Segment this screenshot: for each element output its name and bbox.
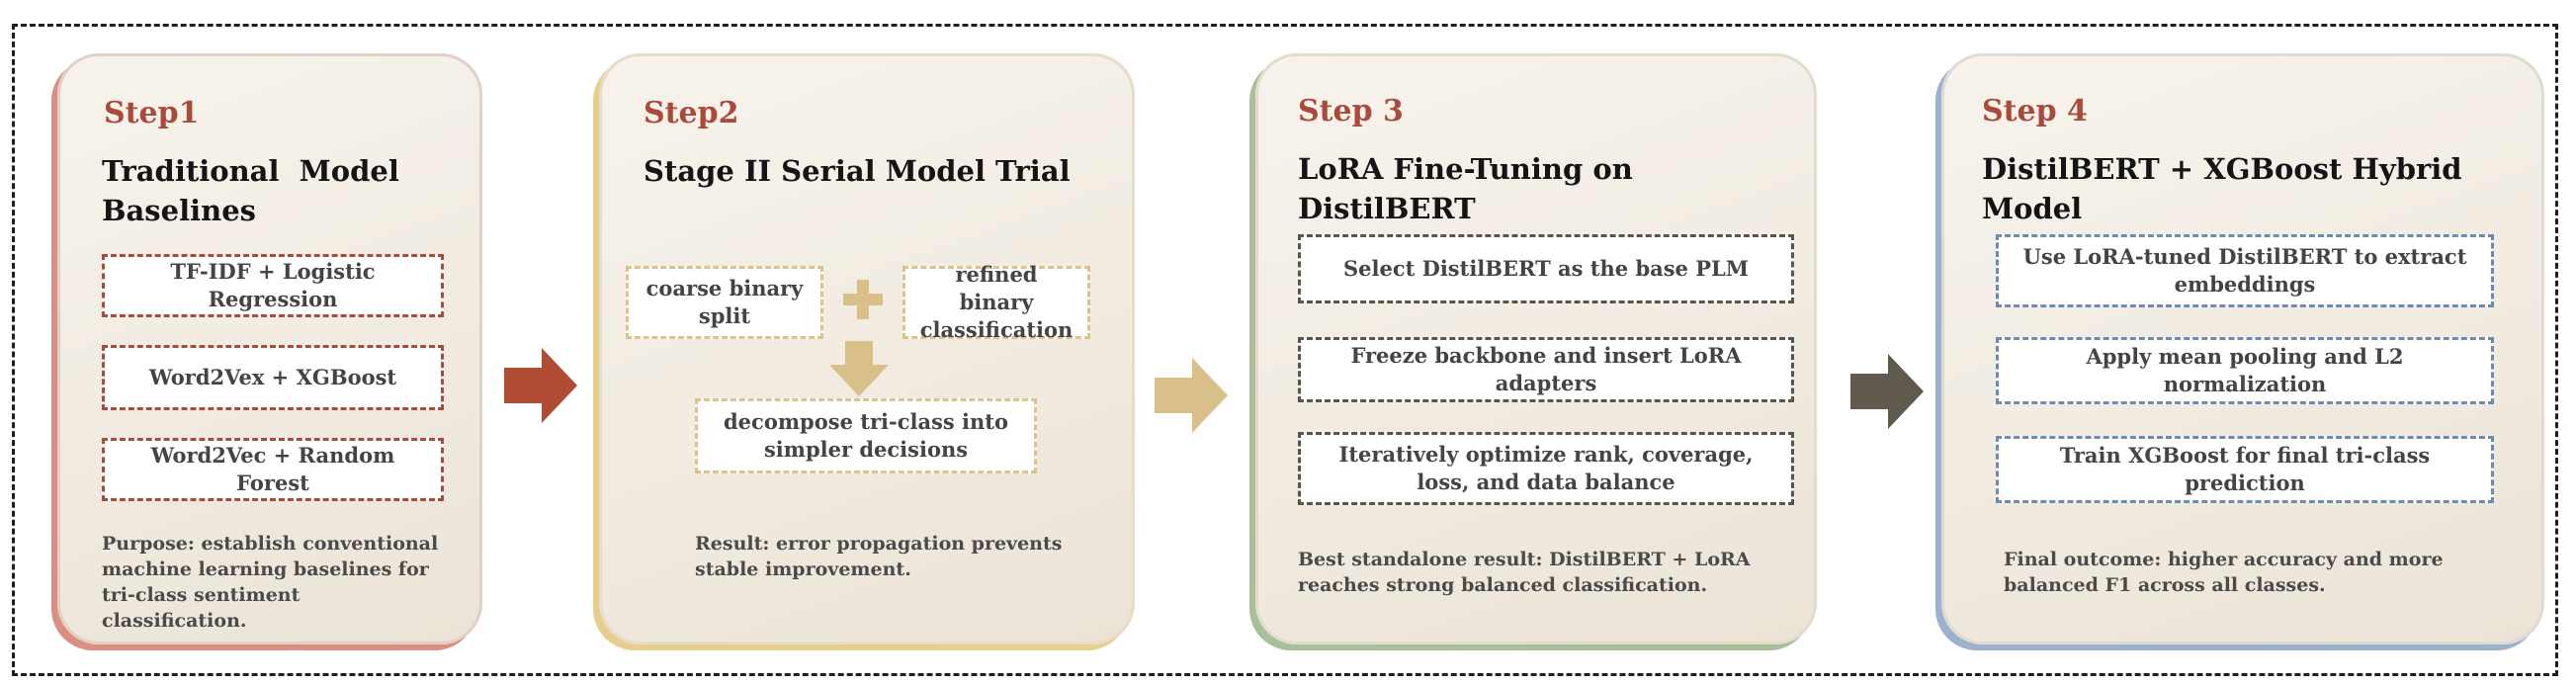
step3-title: LoRA Fine-Tuning on DistilBERT bbox=[1298, 152, 1633, 225]
step3-method-1: Select DistilBERT as the base PLM bbox=[1298, 234, 1794, 303]
step3-label: Step 3 bbox=[1298, 94, 1404, 129]
step3-method-2: Freeze backbone and insert LoRA adapters bbox=[1298, 337, 1794, 402]
step4-title: DistilBERT + XGBoost Hybrid Model bbox=[1982, 152, 2462, 225]
step1-note: Purpose: establish conventional machine … bbox=[102, 533, 439, 632]
step1-card: Step1 Traditional Model Baselines TF-IDF… bbox=[57, 53, 482, 644]
step4-note: Final outcome: higher accuracy and more … bbox=[2004, 549, 2444, 596]
step4-label: Step 4 bbox=[1982, 94, 2088, 129]
step1-label: Step1 bbox=[104, 96, 200, 130]
step4-method-2: Apply mean pooling and L2 normalization bbox=[1996, 337, 2494, 404]
step2-refined-classification-box: refined binary classification bbox=[902, 262, 1090, 342]
step4-card: Step 4 DistilBERT + XGBoost Hybrid Model… bbox=[1941, 53, 2544, 644]
diagram-frame bbox=[12, 24, 2558, 676]
step2-decompose-box: decompose tri-class into simpler decisio… bbox=[695, 398, 1037, 473]
step3-card: Step 3 LoRA Fine-Tuning on DistilBERT Se… bbox=[1255, 53, 1817, 644]
arrow-right-icon bbox=[1155, 358, 1228, 433]
step2-card: Step2 Stage II Serial Model Trial coarse… bbox=[599, 53, 1135, 644]
step1-method-2: Word2Vex + XGBoost bbox=[102, 345, 444, 410]
plus-icon bbox=[843, 280, 883, 319]
step3-method-3: Iteratively optimize rank, coverage, los… bbox=[1298, 432, 1794, 505]
step1-title: Traditional Model Baselines bbox=[102, 154, 409, 227]
arrow-down-icon bbox=[829, 341, 889, 396]
step2-title: Stage II Serial Model Trial bbox=[644, 154, 1071, 188]
step3-note: Best standalone result: DistilBERT + LoR… bbox=[1298, 549, 1751, 596]
step2-label: Step2 bbox=[644, 96, 739, 130]
step4-method-1: Use LoRA-tuned DistilBERT to extract emb… bbox=[1996, 234, 2494, 307]
step1-method-3: Word2Vec + Random Forest bbox=[102, 438, 444, 501]
arrow-right-icon bbox=[1850, 354, 1924, 429]
step2-coarse-split-box: coarse binary split bbox=[626, 266, 823, 339]
arrow-right-icon bbox=[504, 348, 577, 423]
step4-method-3: Train XGBoost for final tri-class predic… bbox=[1996, 436, 2494, 503]
step2-note: Result: error propagation prevents stabl… bbox=[695, 533, 1063, 580]
step1-method-1: TF-IDF + Logistic Regression bbox=[102, 254, 444, 317]
